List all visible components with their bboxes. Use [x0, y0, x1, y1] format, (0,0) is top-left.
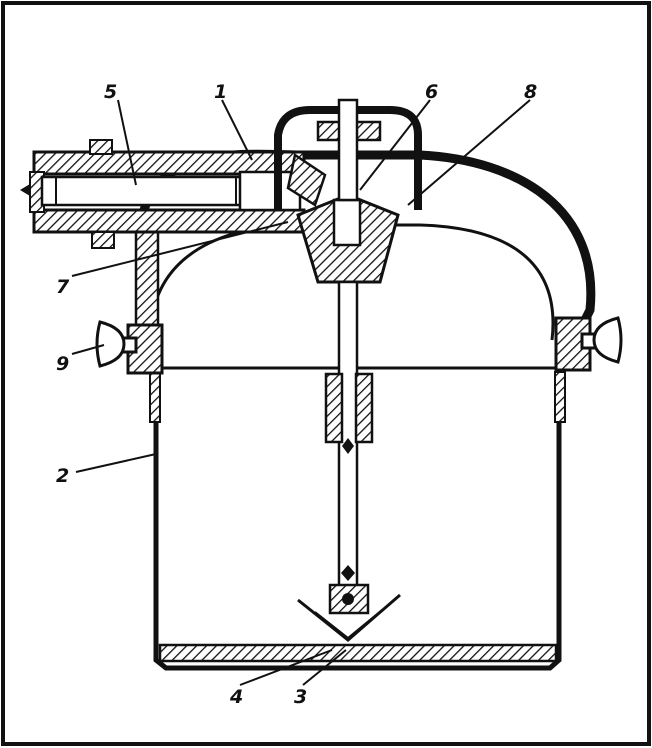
callout-5: 5	[104, 81, 117, 103]
callout-1: 1	[214, 81, 227, 103]
rim-thread-right	[554, 371, 566, 423]
clamp-screw-right	[580, 316, 623, 364]
callout-7: 7	[56, 276, 70, 298]
callout-2: 2	[56, 465, 69, 487]
callout-9: 9	[56, 353, 69, 375]
inlet-arm	[20, 139, 306, 249]
leader-lines	[71, 99, 531, 686]
bottom-plate	[158, 643, 558, 663]
rim-thread-left	[149, 371, 161, 423]
callout-3: 3	[294, 686, 307, 708]
valve-stem	[324, 98, 374, 604]
bottom-valve	[297, 583, 401, 642]
callout-6: 6	[425, 81, 438, 103]
container-vessel	[149, 362, 566, 671]
callout-4: 4	[229, 686, 243, 708]
clamp-screw-left	[95, 320, 138, 368]
valve-head	[274, 106, 422, 284]
callout-8: 8	[524, 81, 537, 103]
